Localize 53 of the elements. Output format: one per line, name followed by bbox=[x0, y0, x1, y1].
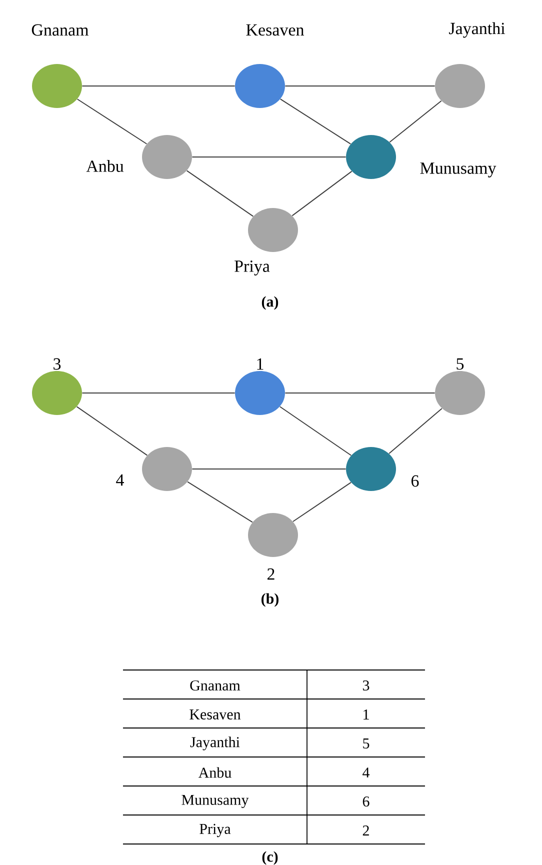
graph-node: 6 bbox=[346, 447, 419, 491]
edge-line bbox=[280, 98, 352, 144]
node-label: Munusamy bbox=[420, 162, 496, 178]
edge-line bbox=[389, 100, 442, 143]
graph-node: 3 bbox=[32, 358, 82, 415]
figure-caption: (c) bbox=[262, 851, 278, 865]
figure-caption: (b) bbox=[262, 593, 278, 607]
edge-line bbox=[192, 156, 346, 158]
table-cell: Anbu bbox=[198, 767, 232, 778]
table-cell: 6 bbox=[362, 796, 370, 807]
graph-node: Anbu bbox=[86, 135, 192, 179]
node-label: 3 bbox=[54, 358, 61, 370]
graph-node: Jayanthi bbox=[435, 22, 506, 108]
table-cell: Priya bbox=[200, 824, 231, 838]
table-cell: 2 bbox=[362, 826, 369, 836]
node-label: Anbu bbox=[86, 160, 124, 172]
edge-line bbox=[192, 468, 346, 470]
table-cell: 3 bbox=[362, 680, 370, 691]
graph-node: Gnanam bbox=[32, 24, 89, 108]
edge-line bbox=[76, 406, 148, 456]
table-cell: 4 bbox=[362, 768, 370, 778]
edge-line bbox=[187, 481, 253, 523]
node-label: Priya bbox=[234, 260, 270, 276]
node-label: 4 bbox=[116, 474, 124, 486]
table-cell: 5 bbox=[363, 738, 370, 748]
graph-node: Munusamy bbox=[346, 135, 496, 179]
graph-node: 5 bbox=[435, 358, 485, 415]
table-cell: Kesaven bbox=[190, 710, 241, 720]
node-label: Kesaven bbox=[246, 24, 304, 36]
figure-caption: (a) bbox=[262, 296, 278, 310]
edge-line bbox=[82, 392, 236, 394]
edge-line bbox=[388, 408, 442, 454]
table-cell: Gnanam bbox=[190, 680, 240, 691]
node-label: Gnanam bbox=[32, 24, 89, 36]
node-label: 6 bbox=[411, 475, 419, 487]
table-cell: 1 bbox=[364, 710, 369, 720]
node-label: 5 bbox=[456, 358, 464, 370]
graph-node: 2 bbox=[248, 513, 298, 580]
edge-line bbox=[279, 406, 352, 456]
edge-line bbox=[76, 98, 148, 144]
graph-node: Kesaven bbox=[235, 24, 304, 108]
node-label: 1 bbox=[257, 358, 264, 370]
node-label: 2 bbox=[268, 568, 274, 580]
edge-line bbox=[292, 170, 352, 216]
graph-node: 1 bbox=[235, 358, 285, 415]
graph-node: 4 bbox=[116, 447, 192, 491]
edge-line bbox=[292, 482, 352, 522]
table-cell: Munusamy bbox=[182, 794, 249, 808]
edge-line bbox=[284, 392, 436, 394]
node-label: Jayanthi bbox=[449, 22, 506, 38]
graph-node: Priya bbox=[234, 208, 298, 276]
table-cell: Jayanthi bbox=[190, 736, 240, 750]
edge-line bbox=[186, 170, 254, 217]
